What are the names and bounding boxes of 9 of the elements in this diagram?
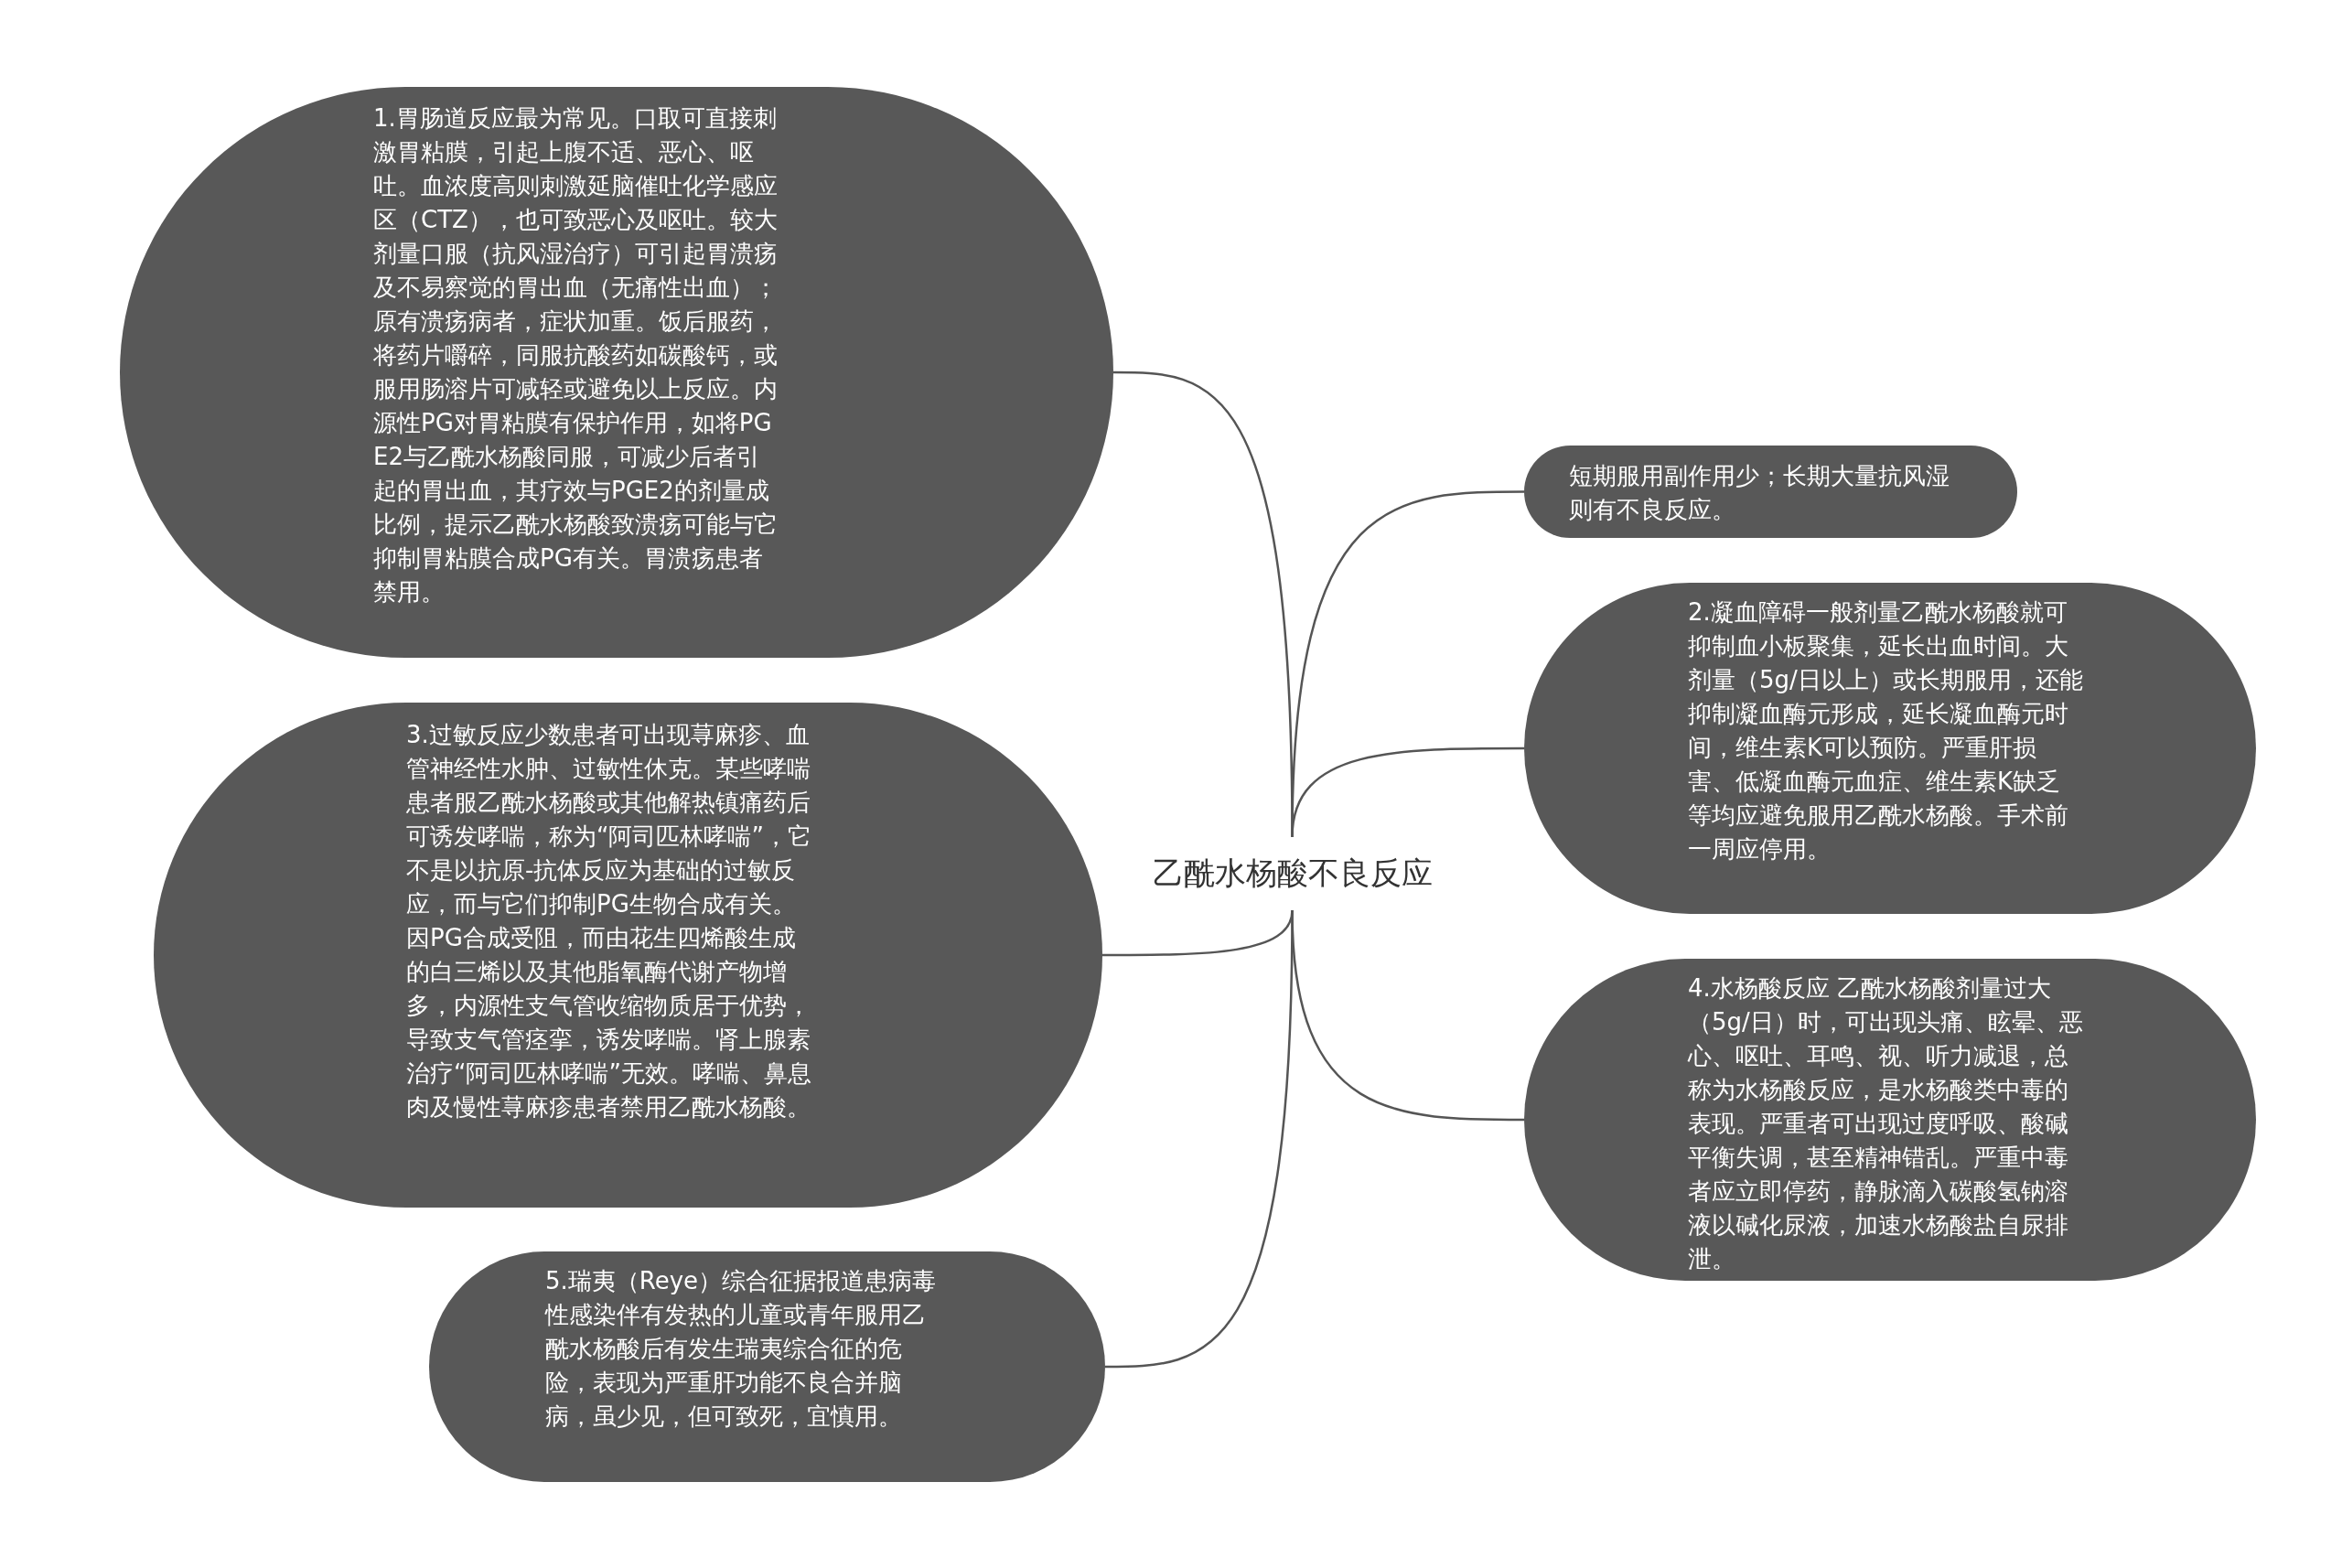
- connector-line: [1291, 746, 1524, 838]
- topic-text: 5.瑞夷（Reye）综合征据报道患病毒性感染伴有发热的儿童或青年服用乙酰水杨酸后有发生瑞夷综合征的危险，表现为严重肝功能不良合并脑病，虽少见，但可致死，宜慎用。: [545, 1266, 938, 1432]
- topic-text: 1.胃肠道反应最为常见。口取可直接刺激胃粘膜，引起上腹不适、恶心、呕吐。血浓度高则刺激延脑催吐化学感应区（CTZ），也可致恶心及呕吐。较大剂量口服（抗风湿治疗）可引起胃溃疡及不易察觉的胃出血（无痛性出血）；原有溃疡病者，症状加重。饭后服药，将药片嚼碎，同服抗酸药如碳酸钙，或服用肠溶片可减轻或避免以上反应。内源性PG对胃粘膜有保护作用，如将PGE2与乙酰水杨酸同服，可减少后者引起的胃出血，其疗效与PGE2的剂量成比例，提示乙酰水杨酸致溃疡可能与它抑制胃粘膜合成PG有关。胃溃疡患者禁用。: [373, 103, 779, 607]
- topic-text: 短期服用副作用少；长期大量抗风湿则有不良反应。: [1569, 461, 1950, 525]
- topic-text: 2.凝血障碍一般剂量乙酰水杨酸就可抑制血小板聚集，延长出血时间。大剂量（5g/日以上）或长期服用，还能抑制凝血酶元形成，延长凝血酶元时间，维生素K可以预防。严重肝损害、低凝血酶元血症、维生素K缺乏等均应避免服用乙酰水杨酸。手术前一周应停用。: [1688, 597, 2083, 865]
- topic-text: 3.过敏反应少数患者可出现荨麻疹、血管神经性水肿、过敏性休克。某些哮喘患者服乙酰水杨酸或其他解热镇痛药后可诱发哮喘，称为“阿司匹林哮喘”，它不是以抗原-抗体反应为基础的过敏反应，而与它们抑制PG生物合成有关。因PG合成受阻，而由花生四烯酸生成的白三烯以及其他脂氧酶代谢产物增多，内源性支气管收缩物质居于优势，导致支气管痉挛，诱发哮喘。肾上腺素治疗“阿司匹林哮喘”无效。哮喘、鼻息肉及慢性荨麻疹患者禁用乙酰水杨酸。: [406, 720, 812, 1122]
- connector-line: [1105, 909, 1294, 1369]
- topic-text: 4.水杨酸反应 乙酰水杨酸剂量过大（5g/日）时，可出现头痛、眩晕、恶心、呕吐、耳鸣、视、听力减退，总称为水杨酸反应，是水杨酸类中毒的表现。严重者可出现过度呼吸、酸碱平衡失调，甚至精神错乱。严重中毒者应立即停药，静脉滴入碳酸氢钠溶液以碱化尿液，加速水杨酸盐自尿排泄。: [1688, 973, 2083, 1274]
- topic-text: 乙酰水杨酸不良反应: [1125, 837, 1459, 910]
